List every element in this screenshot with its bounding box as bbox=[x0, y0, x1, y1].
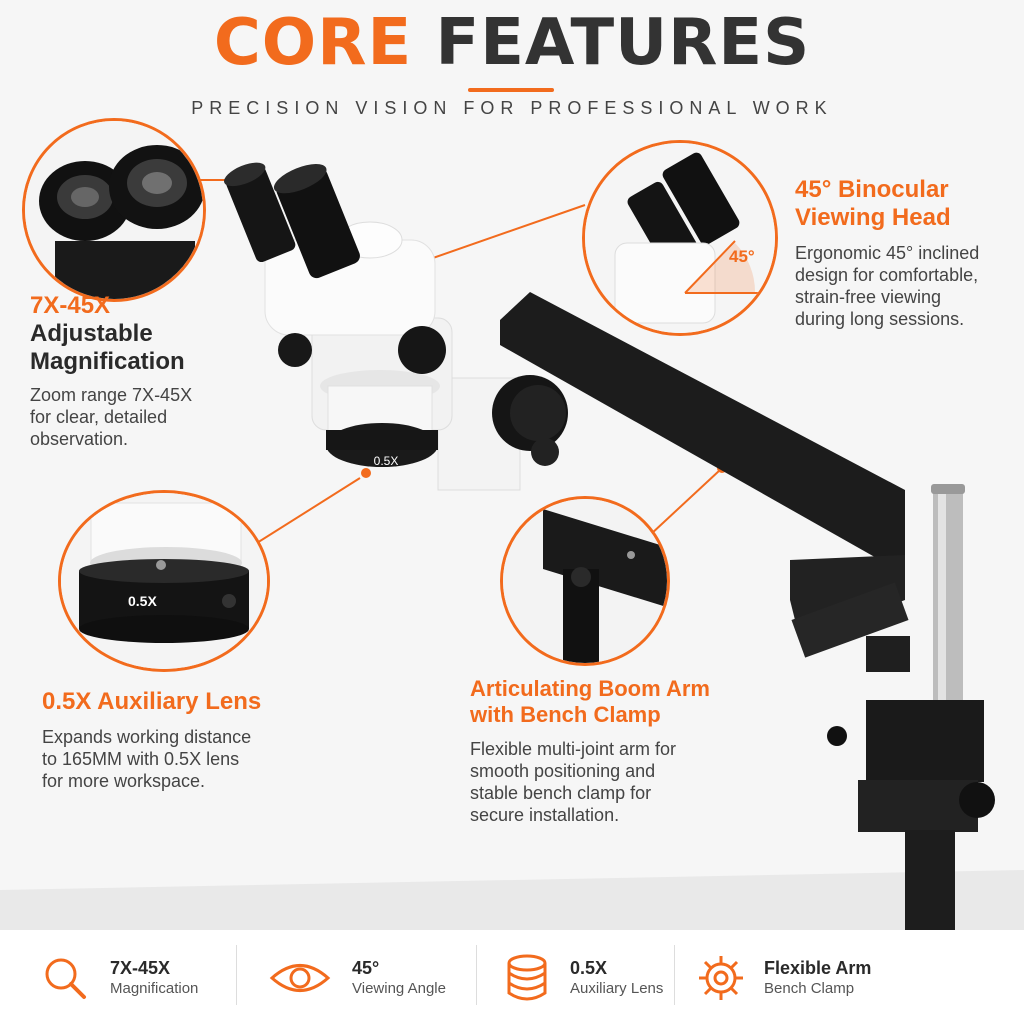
title-underline bbox=[468, 88, 554, 92]
boom-arm-desc-line: secure installation. bbox=[470, 805, 620, 825]
eyepieces-closeup bbox=[22, 118, 206, 302]
title-core: CORE bbox=[213, 6, 413, 80]
spec-title: 45° bbox=[352, 958, 380, 978]
boom-arm-title-2: with Bench Clamp bbox=[470, 702, 661, 727]
boom-arm-desc-line: smooth positioning and bbox=[470, 761, 656, 781]
spec-title: 7X-45X bbox=[110, 958, 171, 978]
gear-icon bbox=[699, 956, 743, 1000]
aux-lens-title: 0.5X Auxiliary Lens bbox=[42, 688, 262, 715]
boom-arm bbox=[500, 292, 995, 978]
boom-arm-closeup bbox=[500, 496, 670, 666]
magnification-desc-line: for clear, detailed bbox=[30, 407, 168, 427]
spec-item-flexible-arm: Flexible Arm Bench Clamp bbox=[696, 948, 871, 1008]
spec-item-magnification: 7X-45X Magnification bbox=[42, 948, 198, 1008]
page-title: CORE FEATURES bbox=[0, 6, 1024, 80]
boom-arm-title: Articulating Boom Arm bbox=[470, 676, 710, 701]
divider bbox=[476, 945, 477, 1005]
magnifier-icon bbox=[45, 958, 86, 999]
aux-lens-label: 0.5X bbox=[128, 593, 157, 609]
angle-label: 45° bbox=[729, 247, 755, 266]
binocular-desc-line: during long sessions. bbox=[795, 309, 965, 329]
magnification-desc-line: observation. bbox=[30, 429, 129, 449]
aux-lens-closeup bbox=[58, 490, 270, 672]
spec-bar bbox=[0, 930, 1024, 1024]
binocular-title: 45° Binocular bbox=[795, 176, 949, 203]
spec-sub: Viewing Angle bbox=[352, 980, 446, 997]
eye-icon bbox=[269, 964, 331, 992]
desk-surface bbox=[0, 870, 1024, 930]
lens-ring-label: 0.5X bbox=[374, 454, 399, 468]
microscope-body bbox=[224, 162, 568, 491]
eyepieces-image bbox=[25, 121, 203, 299]
binocular-title-2: Viewing Head bbox=[795, 204, 951, 231]
binocular-desc-line: Ergonomic 45° inclined bbox=[795, 243, 980, 263]
spec-sub: Magnification bbox=[110, 980, 199, 997]
binocular-desc-line: design for comfortable, bbox=[795, 265, 979, 285]
magnification-title-3: Magnification bbox=[30, 348, 185, 375]
spec-title: Flexible Arm bbox=[764, 958, 872, 978]
page-subtitle: PRECISION VISION FOR PROFESSIONAL WORK bbox=[191, 98, 833, 118]
spec-item-aux-lens: 0.5X Auxiliary Lens bbox=[504, 948, 663, 1008]
magnification-title-2: Adjustable bbox=[30, 320, 153, 347]
magnification-title: 7X-45X bbox=[30, 292, 111, 319]
binocular-head-image bbox=[585, 143, 775, 333]
boom-arm-desc-line: Flexible multi-joint arm for bbox=[470, 739, 677, 759]
spec-sub: Auxiliary Lens bbox=[570, 980, 664, 997]
boom-arm-desc-line: stable bench clamp for bbox=[470, 783, 652, 803]
divider bbox=[236, 945, 237, 1005]
aux-lens-desc-line: Expands working distance bbox=[42, 727, 252, 747]
divider bbox=[674, 945, 675, 1005]
magnification-desc-line: Zoom range 7X-45X bbox=[30, 385, 193, 405]
aux-lens-desc-line: to 165MM with 0.5X lens bbox=[42, 749, 240, 769]
spec-title: 0.5X bbox=[570, 958, 608, 978]
aux-lens-image bbox=[61, 493, 267, 669]
boom-arm-image bbox=[503, 499, 667, 663]
binocular-head-closeup bbox=[582, 140, 778, 336]
spec-sub: Bench Clamp bbox=[764, 980, 855, 997]
binocular-desc-line: strain-free viewing bbox=[795, 287, 942, 307]
spec-item-viewing-angle: 45° Viewing Angle bbox=[268, 948, 446, 1008]
title-features: FEATURES bbox=[435, 6, 811, 80]
aux-lens-desc-line: for more workspace. bbox=[42, 771, 206, 791]
lens-stack-icon bbox=[507, 954, 547, 1001]
